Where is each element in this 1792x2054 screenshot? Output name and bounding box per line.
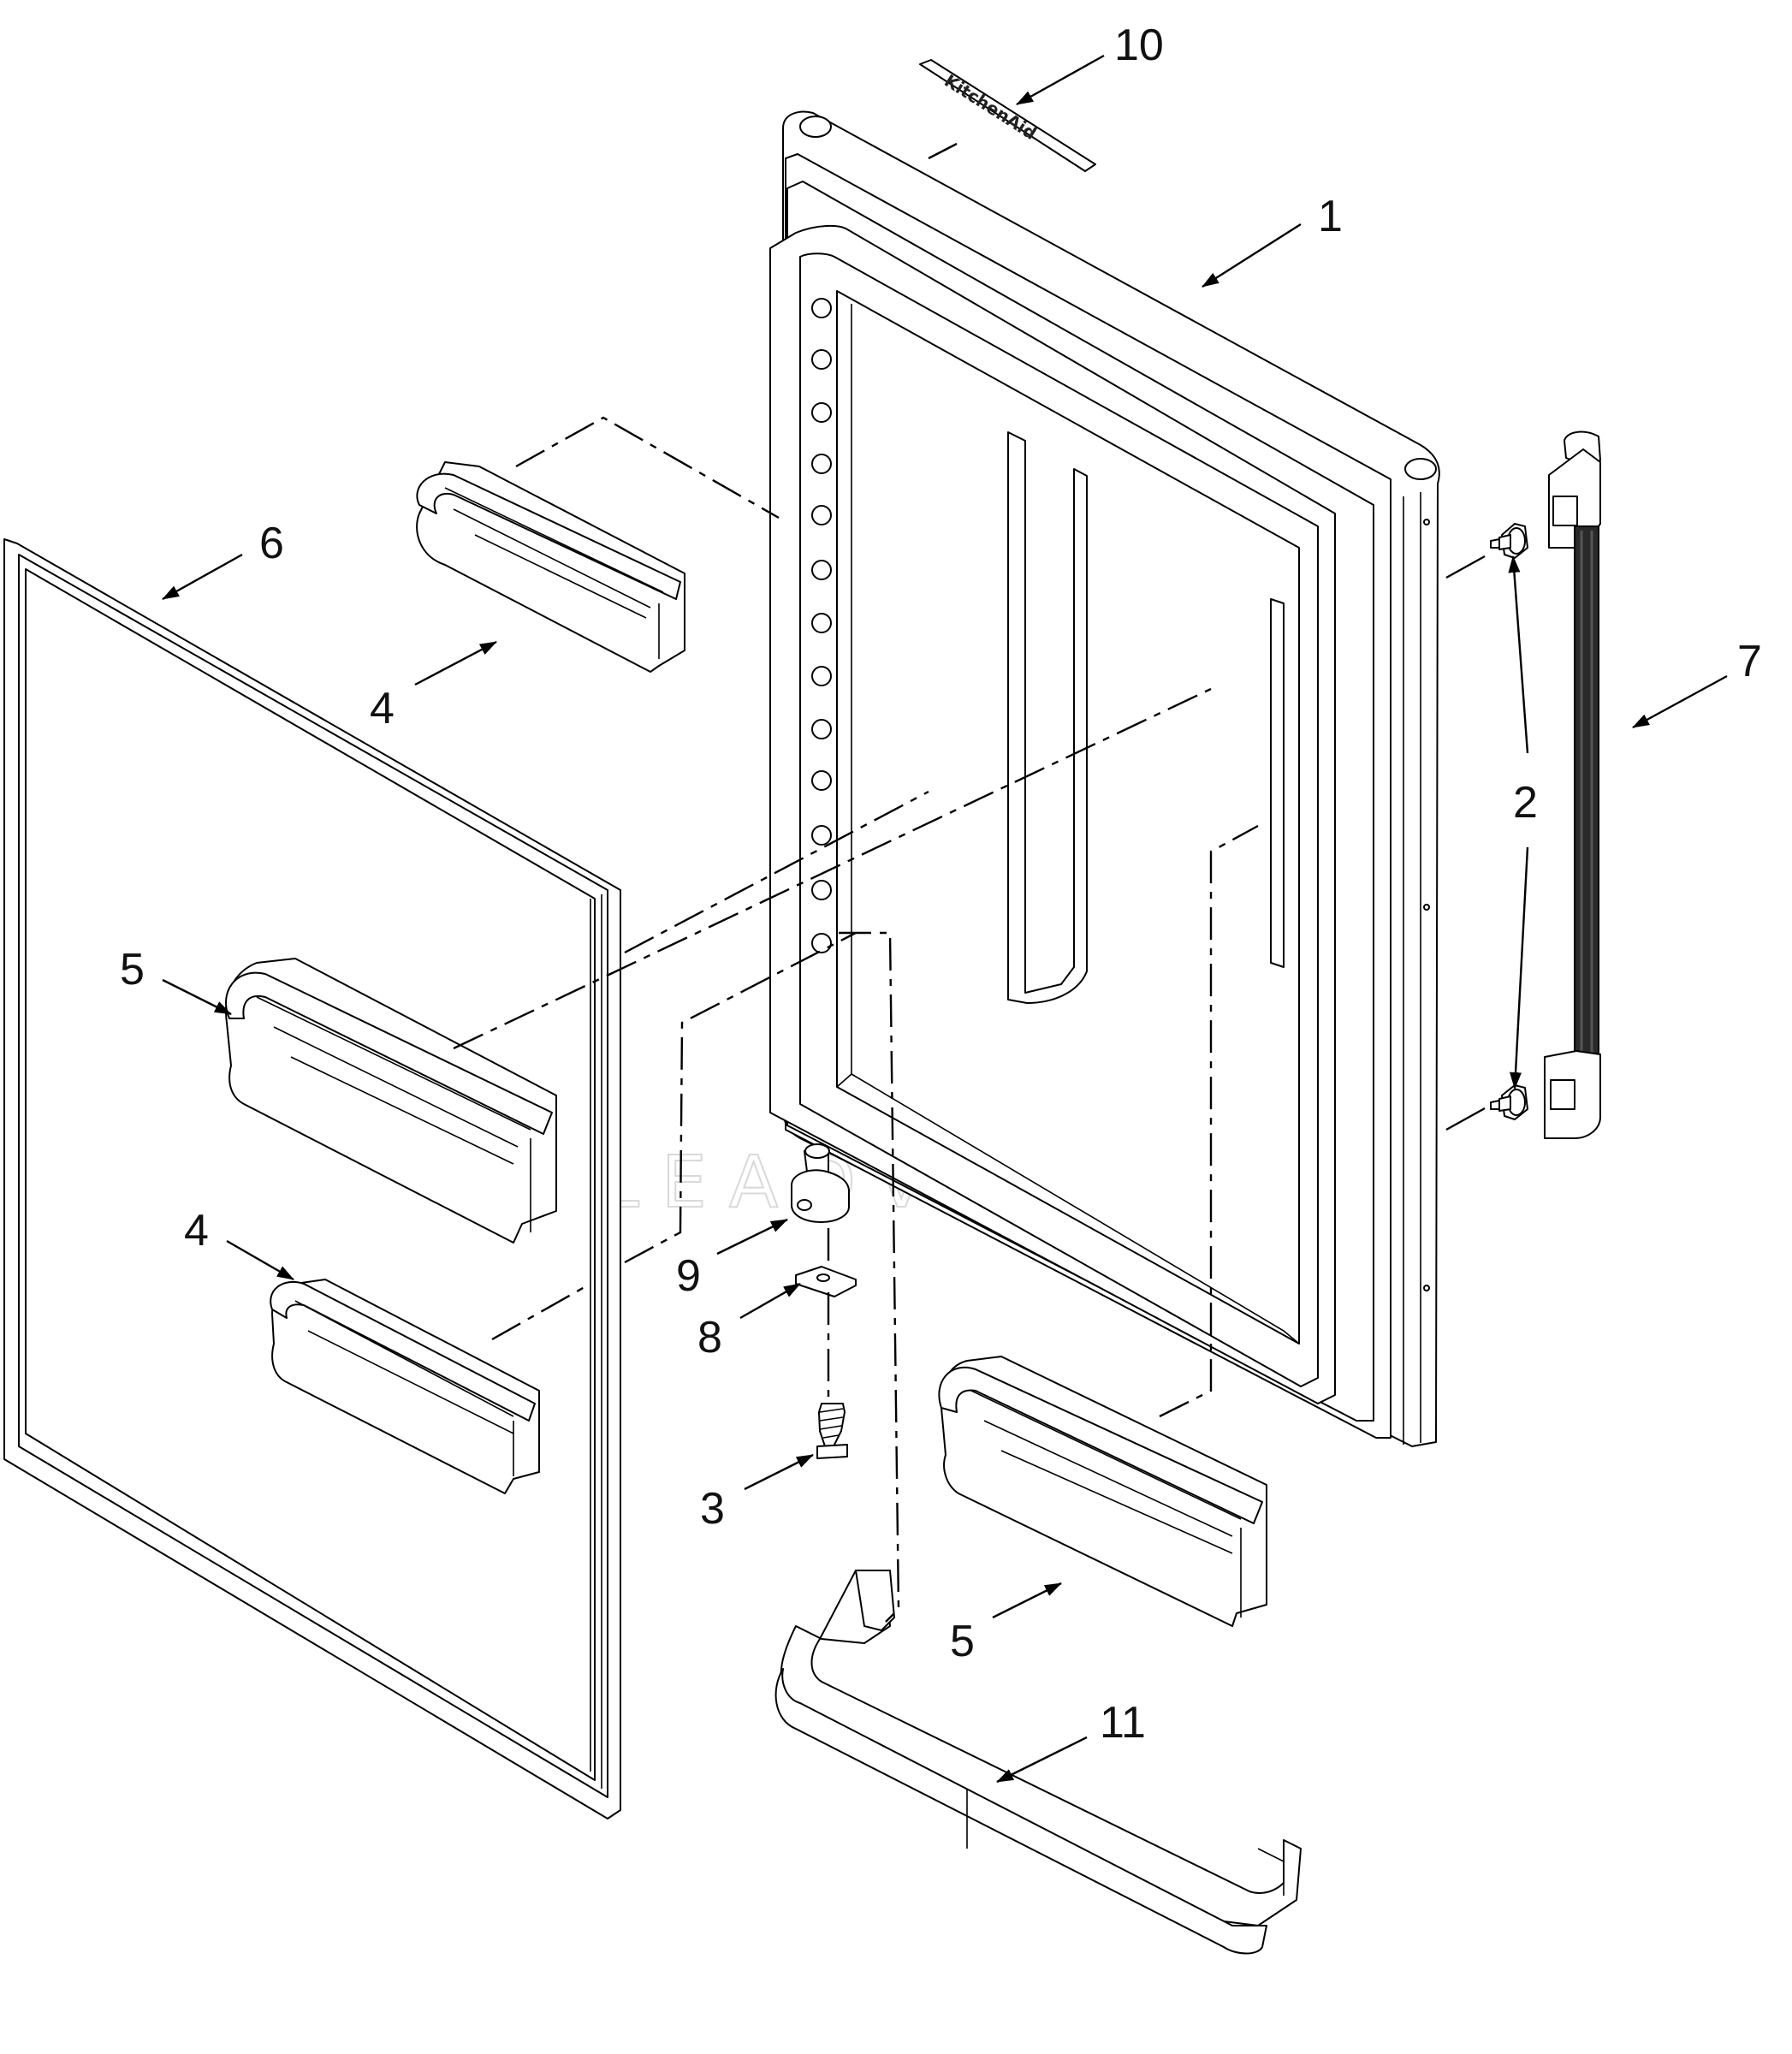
alignment-line-left-large-bin — [453, 687, 1212, 1050]
label-bottom-trim: 11 — [1100, 1698, 1146, 1748]
leader-arrow-9 — [716, 1218, 788, 1256]
alignment-line-bottom-trim — [839, 931, 900, 1623]
right-large-bin-rim — [938, 1366, 1263, 1524]
screw-threads — [819, 1408, 844, 1439]
label-door: 1 — [1318, 192, 1343, 241]
bottom-trim-left-clip — [855, 1570, 895, 1631]
leader-arrow-3 — [744, 1453, 814, 1491]
bottom-trim-front-face — [774, 1668, 1267, 1955]
leader-arrow-2-top — [1508, 555, 1529, 754]
alignment-line-upper-bin — [515, 416, 780, 519]
label-stop-plate: 8 — [697, 1313, 722, 1362]
alignment-line-lower-bin — [491, 1282, 591, 1341]
door-stop — [791, 1143, 850, 1223]
door-edge-screw-holes — [1423, 519, 1430, 1291]
leader-arrow-11 — [996, 1736, 1088, 1784]
door-stop-post-top — [804, 1143, 830, 1159]
stop-plate-hole — [816, 1273, 830, 1282]
alignment-line-nameplate — [928, 142, 958, 160]
door-stop-hole — [797, 1199, 812, 1211]
handle-grip-texture — [1580, 531, 1593, 1053]
handle-bottom-mount-slot — [1550, 1079, 1575, 1110]
leader-arrow-4-lower — [226, 1239, 294, 1281]
alignment-line-left-bin-bottom — [624, 931, 857, 1264]
leader-arrow-5-right — [992, 1582, 1062, 1619]
leader-arrow-8 — [739, 1282, 801, 1320]
label-door-stop: 9 — [676, 1251, 701, 1301]
door-top-hinge-hole — [799, 116, 832, 138]
upper-bin-body — [416, 461, 685, 673]
lower-door-bin — [270, 1279, 540, 1494]
screw-head — [816, 1444, 848, 1459]
screw — [816, 1403, 848, 1459]
alignment-line-hinge-bottom — [1445, 1107, 1486, 1131]
bottom-trim — [774, 1570, 1302, 1955]
upper-bin-rim — [416, 472, 681, 600]
gasket-edge-lines — [590, 894, 602, 1789]
leader-arrow-5-left — [162, 978, 232, 1016]
leader-arrow-1 — [1202, 223, 1302, 288]
label-gasket: 6 — [259, 519, 284, 568]
handle-grip — [1574, 525, 1599, 1058]
left-large-bin-detail — [256, 996, 531, 1232]
leader-arrow-4-upper — [414, 640, 497, 686]
left-large-bin-body — [225, 958, 557, 1244]
nameplate: KitchenAid — [919, 59, 1096, 172]
door — [769, 110, 1440, 1447]
door-inner-rib-left — [1007, 431, 1088, 1004]
hinge-pin-bottom — [1490, 1084, 1528, 1120]
upper-door-bin — [416, 461, 685, 673]
hinge-pins — [1490, 523, 1528, 1120]
bottom-trim-detail — [966, 1789, 1285, 1896]
left-large-bin-rim — [225, 971, 553, 1135]
door-outer-edge-right — [1403, 492, 1421, 1445]
label-right-large-bin: 5 — [950, 1617, 975, 1666]
door-shelf-support-holes — [811, 298, 832, 953]
part-labels: 10 1 6 4 7 2 5 4 9 8 3 5 11 — [120, 21, 1762, 1748]
leader-arrow-10 — [1016, 54, 1105, 106]
label-handle: 7 — [1737, 637, 1762, 686]
label-left-large-bin: 5 — [120, 945, 145, 994]
label-screw: 3 — [700, 1484, 725, 1534]
gasket-inner — [25, 568, 596, 1781]
door-inner-panel-edge — [836, 304, 1300, 1345]
nameplate-text: KitchenAid — [941, 70, 1040, 144]
label-hinge-pins: 2 — [1513, 778, 1538, 828]
leader-arrows — [162, 54, 1728, 1784]
nameplate-badge — [919, 59, 1096, 172]
handle — [1544, 430, 1601, 1139]
alignment-line-gasket-top — [624, 790, 929, 954]
door-right-hinge-hole — [1404, 458, 1437, 480]
alignment-line-hinge-top — [1445, 555, 1486, 579]
stop-plate — [795, 1266, 857, 1297]
label-upper-bin: 4 — [370, 684, 395, 733]
lower-bin-detail — [294, 1300, 514, 1476]
label-nameplate: 10 — [1114, 21, 1164, 70]
hinge-pin-top — [1490, 523, 1528, 559]
alignment-lines — [453, 142, 1486, 1623]
right-large-door-bin — [938, 1356, 1267, 1627]
right-large-bin-detail — [970, 1390, 1242, 1618]
alignment-line-right-large-bin — [1159, 824, 1259, 1418]
leader-arrow-7 — [1632, 674, 1728, 729]
label-lower-bin: 4 — [184, 1206, 209, 1256]
door-inner-rib-right — [1270, 598, 1285, 968]
lower-bin-rim — [270, 1281, 536, 1422]
upper-bin-detail — [444, 487, 664, 659]
leader-arrow-2-bottom — [1510, 846, 1529, 1089]
leader-arrow-6 — [162, 553, 243, 601]
handle-top-mount-slot — [1552, 496, 1578, 526]
left-large-door-bin — [225, 958, 557, 1244]
door-stop-base — [791, 1169, 850, 1223]
gasket — [3, 538, 621, 1820]
